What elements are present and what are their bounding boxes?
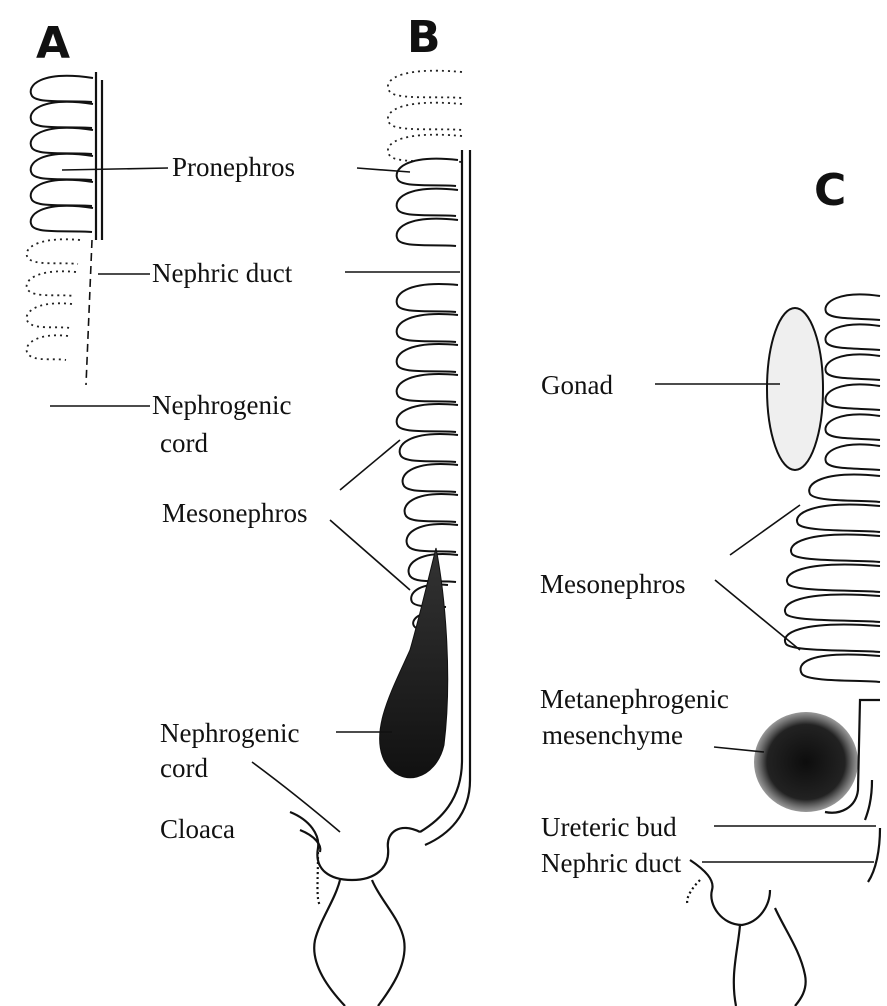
label-nephric-duct-c: Nephric duct (541, 848, 682, 878)
panel-b-mesonephros-loops (397, 284, 458, 631)
mesonephros-leader-c-upper (730, 505, 800, 555)
panel-a-nephric-duct (96, 72, 102, 240)
panel-c-letter: C (814, 165, 846, 216)
panel-c: C (655, 165, 880, 1006)
panel-c-gonad (767, 308, 823, 470)
label-metanephrogenic-line1: Metanephrogenic (540, 684, 729, 714)
panel-c-cloaca (687, 860, 806, 1006)
panel-b-letter: B (407, 12, 441, 63)
mesonephros-leader-b-lower (330, 520, 410, 590)
panel-b-regressed-tubules (388, 71, 462, 162)
label-metanephrogenic-line2: mesenchyme (542, 720, 683, 750)
label-nephric-duct: Nephric duct (152, 258, 293, 288)
panel-c-metanephrogenic-mesenchyme (754, 712, 858, 812)
label-nephrogenic-cord-a-line2: cord (160, 428, 208, 458)
panel-a: A (27, 18, 168, 406)
panel-a-letter: A (36, 18, 70, 69)
label-nephrogenic-cord-b-line2: cord (160, 753, 208, 783)
mesonephros-leader-b-upper (340, 440, 400, 490)
panel-b-nephrogenic-cord (380, 548, 448, 778)
panel-b-cloaca (290, 812, 420, 1006)
label-gonad: Gonad (541, 370, 613, 400)
panel-a-pronephros-loops (31, 76, 93, 232)
panel-c-nephric-duct (865, 780, 880, 882)
panel-a-duct-dashed (86, 240, 92, 385)
label-nephrogenic-cord-b-line1: Nephrogenic (160, 718, 299, 748)
label-mesonephros-c: Mesonephros (540, 569, 685, 599)
label-nephrogenic-cord-a-line1: Nephrogenic (152, 390, 291, 420)
label-cloaca: Cloaca (160, 814, 235, 844)
cloaca-leader (252, 762, 340, 832)
panel-a-regressing-tubules (27, 239, 80, 360)
label-mesonephros-b: Mesonephros (162, 498, 307, 528)
label-pronephros: Pronephros (172, 152, 295, 182)
label-ureteric-bud: Ureteric bud (541, 812, 677, 842)
